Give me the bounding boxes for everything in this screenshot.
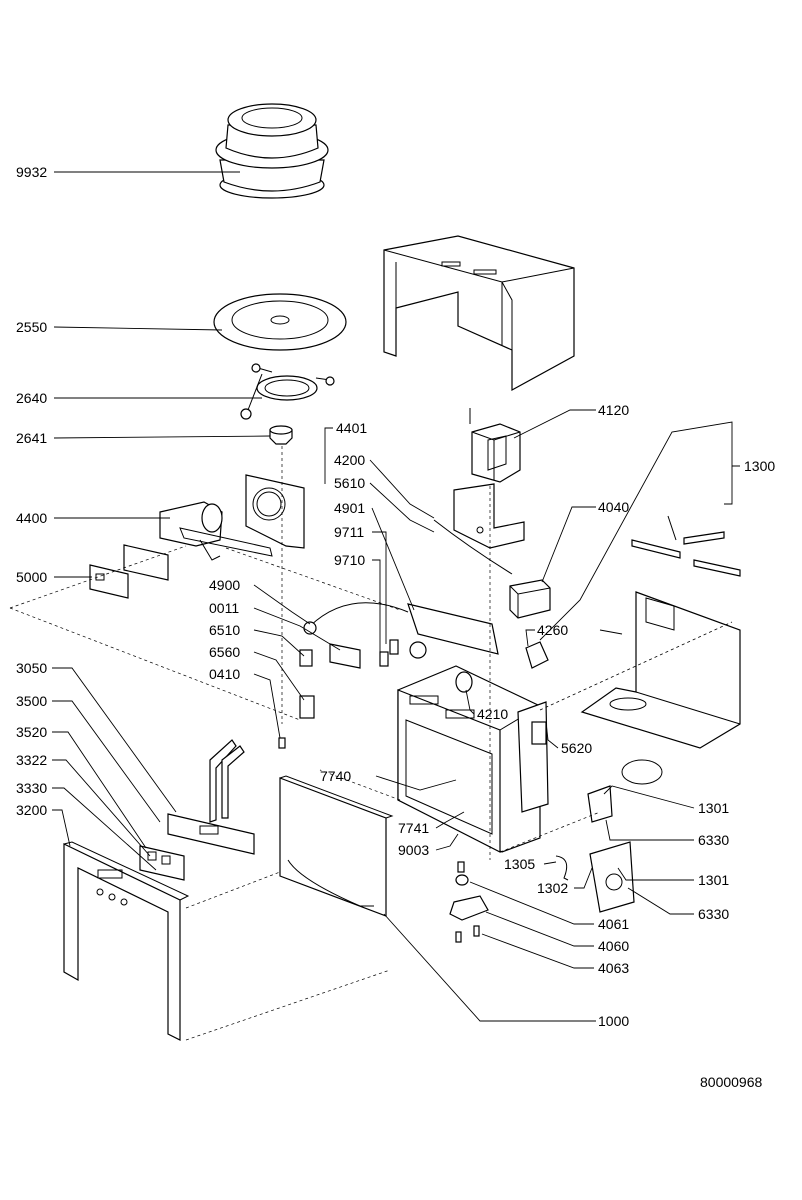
part-bracket — [453, 483, 525, 549]
part-cabinet-cover — [383, 235, 575, 392]
label-4900: 4900 — [209, 577, 240, 593]
label-3200: 3200 — [16, 802, 47, 818]
label-6330-upper: 6330 — [698, 832, 729, 848]
part-1300-rails — [631, 515, 741, 577]
label-0410: 0410 — [209, 666, 240, 682]
label-4260: 4260 — [537, 622, 568, 638]
label-6330-lower: 6330 — [698, 906, 729, 922]
label-1301-upper: 1301 — [698, 800, 729, 816]
label-1302: 1302 — [537, 880, 568, 896]
label-0011: 0011 — [209, 600, 239, 616]
label-3520: 3520 — [16, 724, 47, 740]
part-1000-door — [279, 775, 394, 917]
part-0410-screw — [278, 737, 286, 749]
part-6330-latch — [589, 841, 635, 913]
label-3050: 3050 — [16, 660, 47, 676]
label-2641: 2641 — [16, 430, 47, 446]
part-3200-front-frame — [63, 841, 190, 1041]
label-6560: 6560 — [209, 644, 240, 660]
label-4210: 4210 — [477, 706, 508, 722]
part-2550-glass-plate — [213, 293, 347, 351]
label-4120: 4120 — [598, 402, 629, 418]
part-4210-thermostat — [455, 671, 473, 693]
part-4901-bracket — [303, 602, 499, 669]
label-2550: 2550 — [16, 319, 47, 335]
part-2640-roller-ring — [240, 363, 335, 420]
label-4061: 4061 — [598, 916, 629, 932]
part-labels: 9932 2550 2640 2641 4401 4400 5000 4200 … — [16, 164, 775, 1090]
part-5000-lamp-holder — [89, 544, 169, 599]
part-4401-waveguide-plate — [245, 474, 305, 549]
part-2641-coupler — [269, 425, 293, 445]
drawing-number: 80000968 — [700, 1074, 763, 1090]
label-9711: 9711 — [334, 524, 364, 540]
part-5620-switch — [531, 721, 547, 745]
part-cavity — [397, 665, 549, 853]
label-5610: 5610 — [334, 475, 365, 491]
part-4120-transformer — [469, 408, 521, 483]
part-3520-keypad — [139, 845, 185, 881]
label-7741: 7741 — [398, 820, 429, 836]
part-1305-wire — [555, 855, 569, 881]
part-side-panel — [580, 591, 741, 749]
part-4260-diode — [525, 641, 549, 669]
part-3500-control-board — [167, 813, 255, 855]
label-4200: 4200 — [334, 452, 365, 468]
label-6510: 6510 — [209, 622, 240, 638]
label-4040: 4040 — [598, 499, 629, 515]
part-4040-capacitor — [433, 519, 551, 619]
label-9710: 9710 — [334, 552, 365, 568]
assembly-guides — [9, 446, 733, 1041]
label-1305: 1305 — [504, 856, 535, 872]
label-4901: 4901 — [334, 500, 365, 516]
part-4060-motor — [449, 861, 489, 943]
part-9932-dish — [215, 103, 329, 199]
label-4400: 4400 — [16, 510, 47, 526]
label-4401: 4401 — [336, 420, 367, 436]
label-9003: 9003 — [398, 842, 429, 858]
label-3500: 3500 — [16, 693, 47, 709]
label-3322: 3322 — [16, 752, 47, 768]
part-3050-ribbon — [209, 739, 245, 823]
label-4060: 4060 — [598, 938, 629, 954]
label-1300: 1300 — [744, 458, 775, 474]
label-2640: 2640 — [16, 390, 47, 406]
label-9932: 9932 — [16, 164, 47, 180]
part-4400-motor — [159, 501, 273, 561]
label-1301-lower: 1301 — [698, 872, 729, 888]
label-3330: 3330 — [16, 780, 47, 796]
label-7740: 7740 — [320, 768, 351, 784]
label-4063: 4063 — [598, 960, 629, 976]
part-1301-hinge — [587, 759, 663, 823]
part-6510-6560-switches — [299, 639, 399, 719]
leader-lines — [52, 171, 740, 1022]
label-5000: 5000 — [16, 569, 47, 585]
label-5620: 5620 — [561, 740, 592, 756]
label-1000: 1000 — [598, 1013, 629, 1029]
